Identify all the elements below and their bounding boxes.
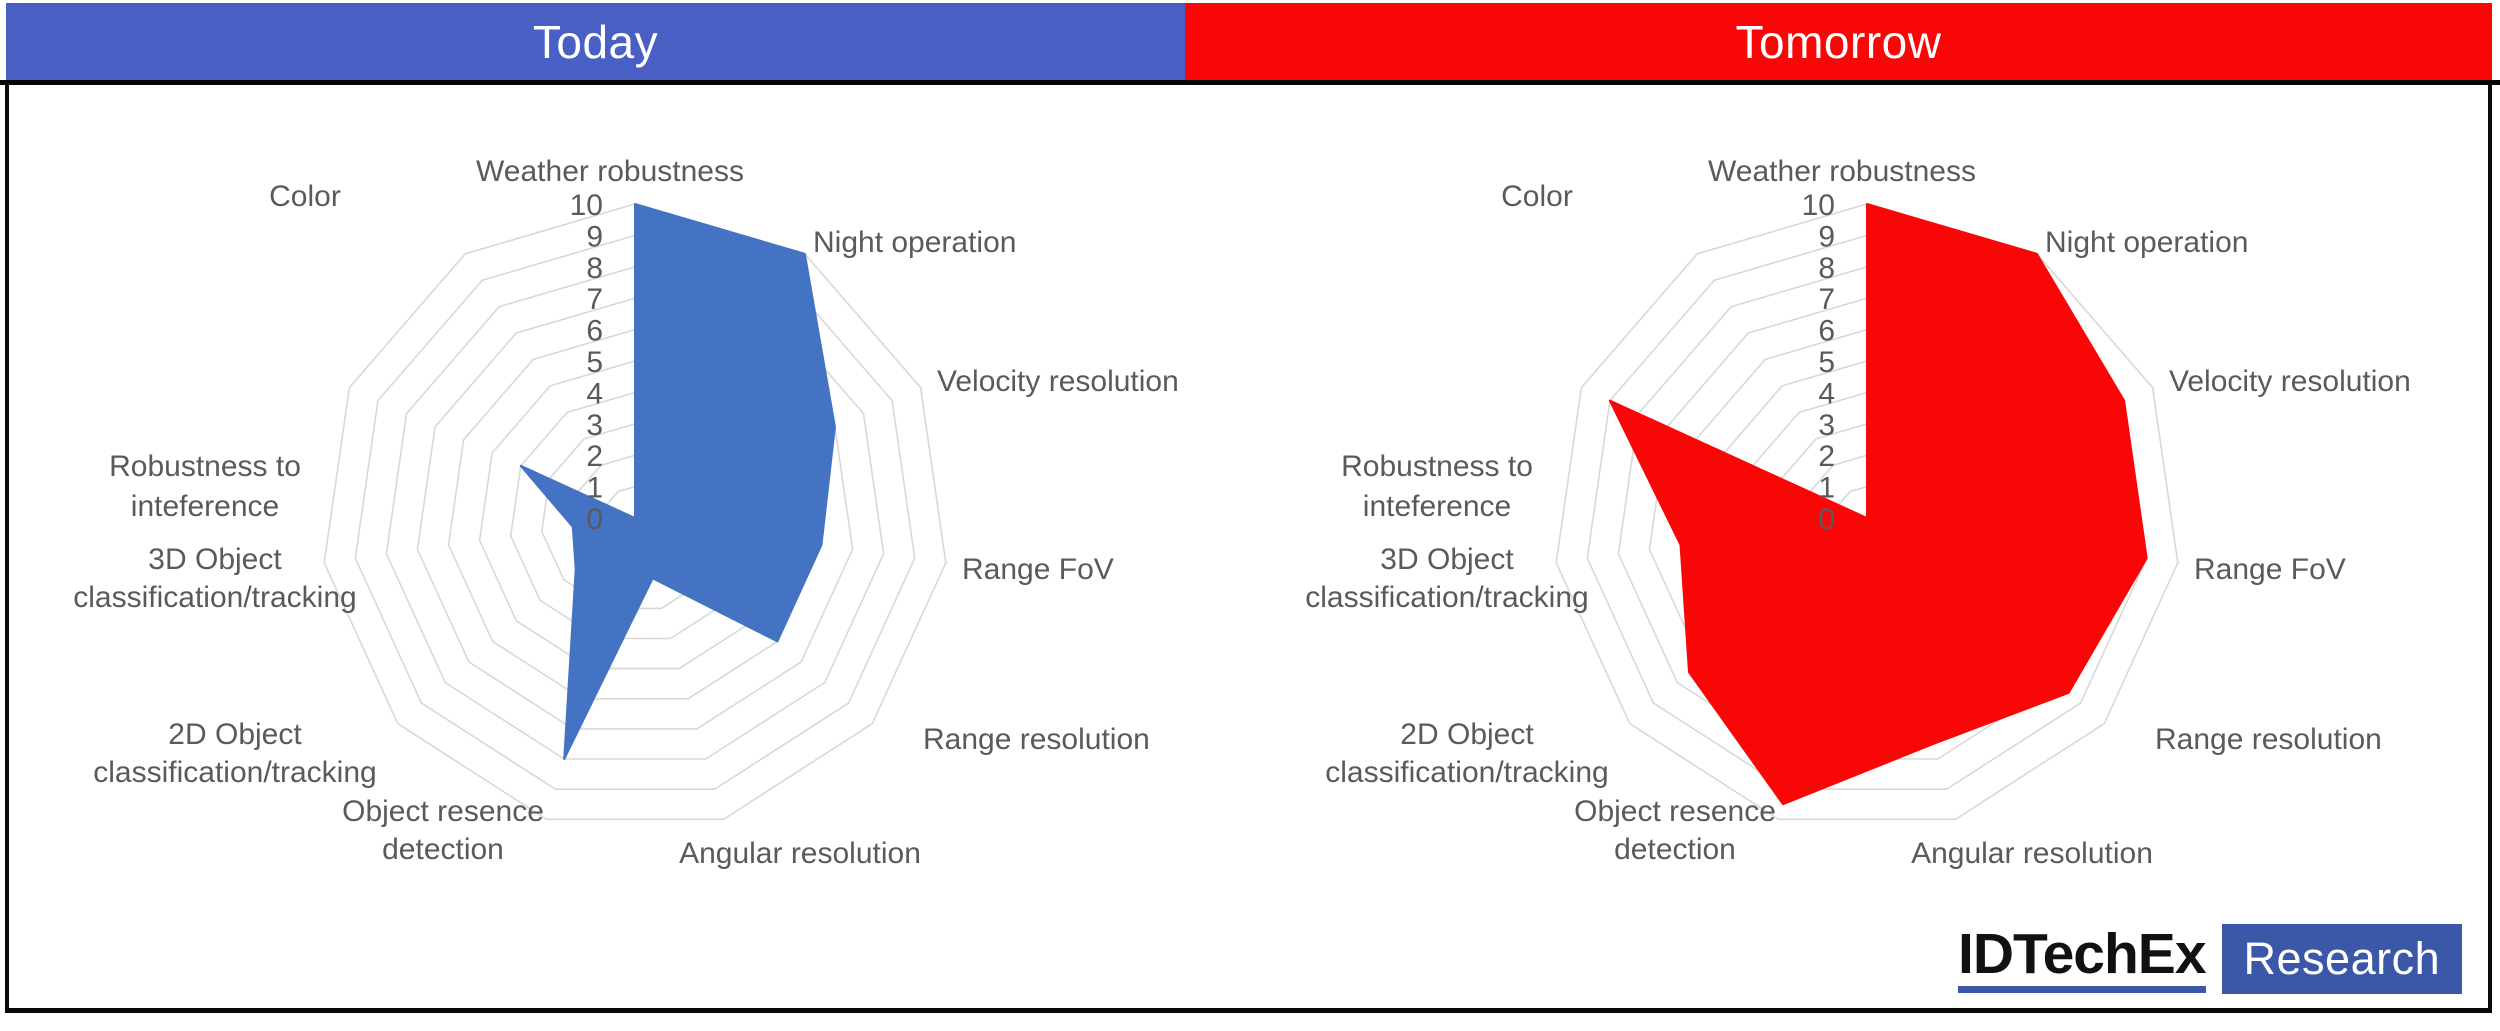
tomorrow-series-polygon <box>1608 203 2148 806</box>
logo-research-text: Research <box>2243 933 2441 984</box>
radial-tick-label: 5 <box>586 346 603 379</box>
radial-tick-label: 3 <box>1818 409 1835 442</box>
category-label: Range resolution <box>2155 723 2382 756</box>
radial-tick-label: 1 <box>586 472 603 505</box>
logo-underline <box>1958 986 2206 993</box>
radial-tick-label: 4 <box>1818 377 1835 410</box>
header-tomorrow-label: Tomorrow <box>1735 15 1942 68</box>
header-today-label: Today <box>532 15 659 68</box>
category-label: Angular resolution <box>1911 837 2153 870</box>
category-label: Color <box>1501 180 1573 213</box>
radar-gridline <box>385 265 885 760</box>
radial-tick-label: 1 <box>1818 472 1835 505</box>
category-label: Weather robustness <box>476 155 744 188</box>
radial-tick-label: 2 <box>586 440 603 473</box>
header-tomorrow-bar: Tomorrow <box>1185 3 2492 80</box>
radial-tick-label: 0 <box>586 503 603 536</box>
category-label: Range FoV <box>2194 553 2346 586</box>
logo-research-box: Research <box>2221 924 2463 994</box>
radial-tick-label: 8 <box>1818 252 1835 285</box>
radial-tick-label: 3 <box>586 409 603 442</box>
radial-tick-label: 10 <box>570 189 603 222</box>
header-today-bar: Today <box>6 3 1185 80</box>
today-series-polygon <box>519 203 836 760</box>
radial-tick-label: 5 <box>1818 346 1835 379</box>
radar-gridline <box>323 203 947 821</box>
category-label: Angular resolution <box>679 837 921 870</box>
category-label: Color <box>269 180 341 213</box>
logo-brand-text: IDTechEx <box>1958 922 2207 986</box>
radial-tick-label: 8 <box>586 252 603 285</box>
radial-tick-label: 7 <box>586 283 603 316</box>
radar-gridline <box>1555 203 2179 821</box>
category-label: Range FoV <box>962 553 1114 586</box>
category-label: Velocity resolution <box>937 365 1179 398</box>
header-divider-rule <box>0 80 2500 85</box>
radial-tick-label: 9 <box>1818 220 1835 253</box>
radial-tick-label: 4 <box>586 377 603 410</box>
category-label: Night operation <box>813 226 1016 259</box>
radial-tick-label: 7 <box>1818 283 1835 316</box>
radial-tick-label: 6 <box>586 315 603 348</box>
category-label: Range resolution <box>923 723 1150 756</box>
radial-tick-label: 9 <box>586 220 603 253</box>
radial-tick-label: 10 <box>1802 189 1835 222</box>
idtechex-logo: IDTechEx Research <box>1958 922 2463 994</box>
radial-tick-label: 2 <box>1818 440 1835 473</box>
category-label: Weather robustness <box>1708 155 1976 188</box>
category-label: Velocity resolution <box>2169 365 2411 398</box>
radial-tick-label: 0 <box>1818 503 1835 536</box>
category-label: Night operation <box>2045 226 2248 259</box>
radar-gridline <box>354 234 916 791</box>
radial-tick-label: 6 <box>1818 315 1835 348</box>
